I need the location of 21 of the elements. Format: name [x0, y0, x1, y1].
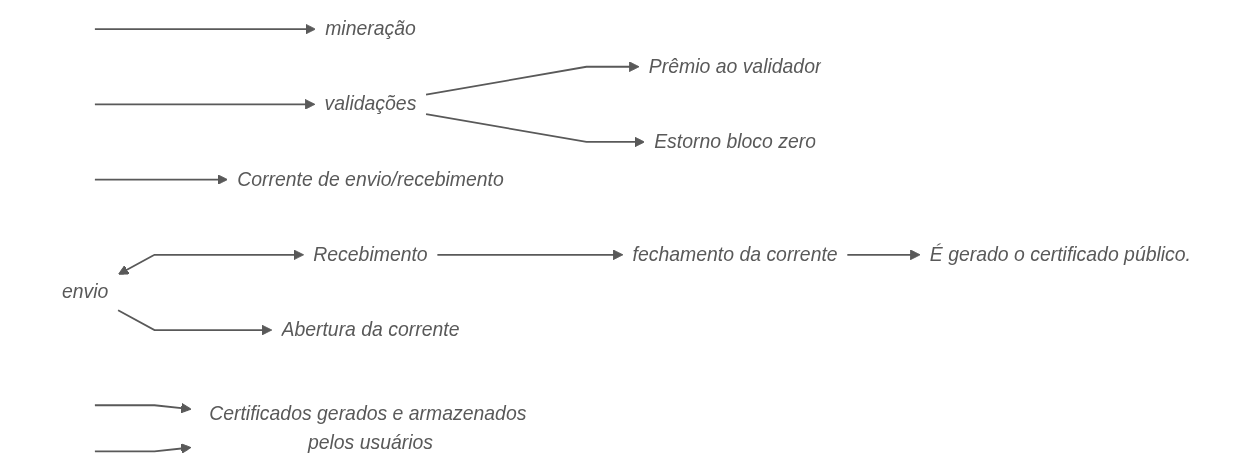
text-label: fechamento da corrente — [632, 243, 838, 265]
arrow — [94, 402, 192, 414]
arrow — [94, 174, 228, 185]
arrow — [94, 99, 316, 110]
arrow — [436, 249, 624, 261]
arrow — [94, 443, 192, 454]
arrow — [117, 309, 273, 336]
arrow — [118, 249, 305, 275]
arrow — [94, 23, 316, 35]
arrow — [425, 113, 645, 148]
arrow — [425, 61, 640, 96]
text-label: Certificados gerados e armazenados pelos usuários — [209, 402, 527, 453]
text-label: É gerado o certificado público. — [929, 243, 1191, 265]
text-label: Recebimento — [313, 243, 428, 265]
arrow — [846, 249, 921, 261]
text-label: mineração — [325, 18, 416, 39]
text-label: Corrente de envio/recebimento — [237, 168, 504, 190]
text-label: envio — [62, 281, 109, 303]
text-label: validações — [324, 93, 417, 115]
text-label: Estorno bloco zero — [654, 131, 817, 152]
text-label: Prêmio ao validador — [648, 55, 822, 77]
